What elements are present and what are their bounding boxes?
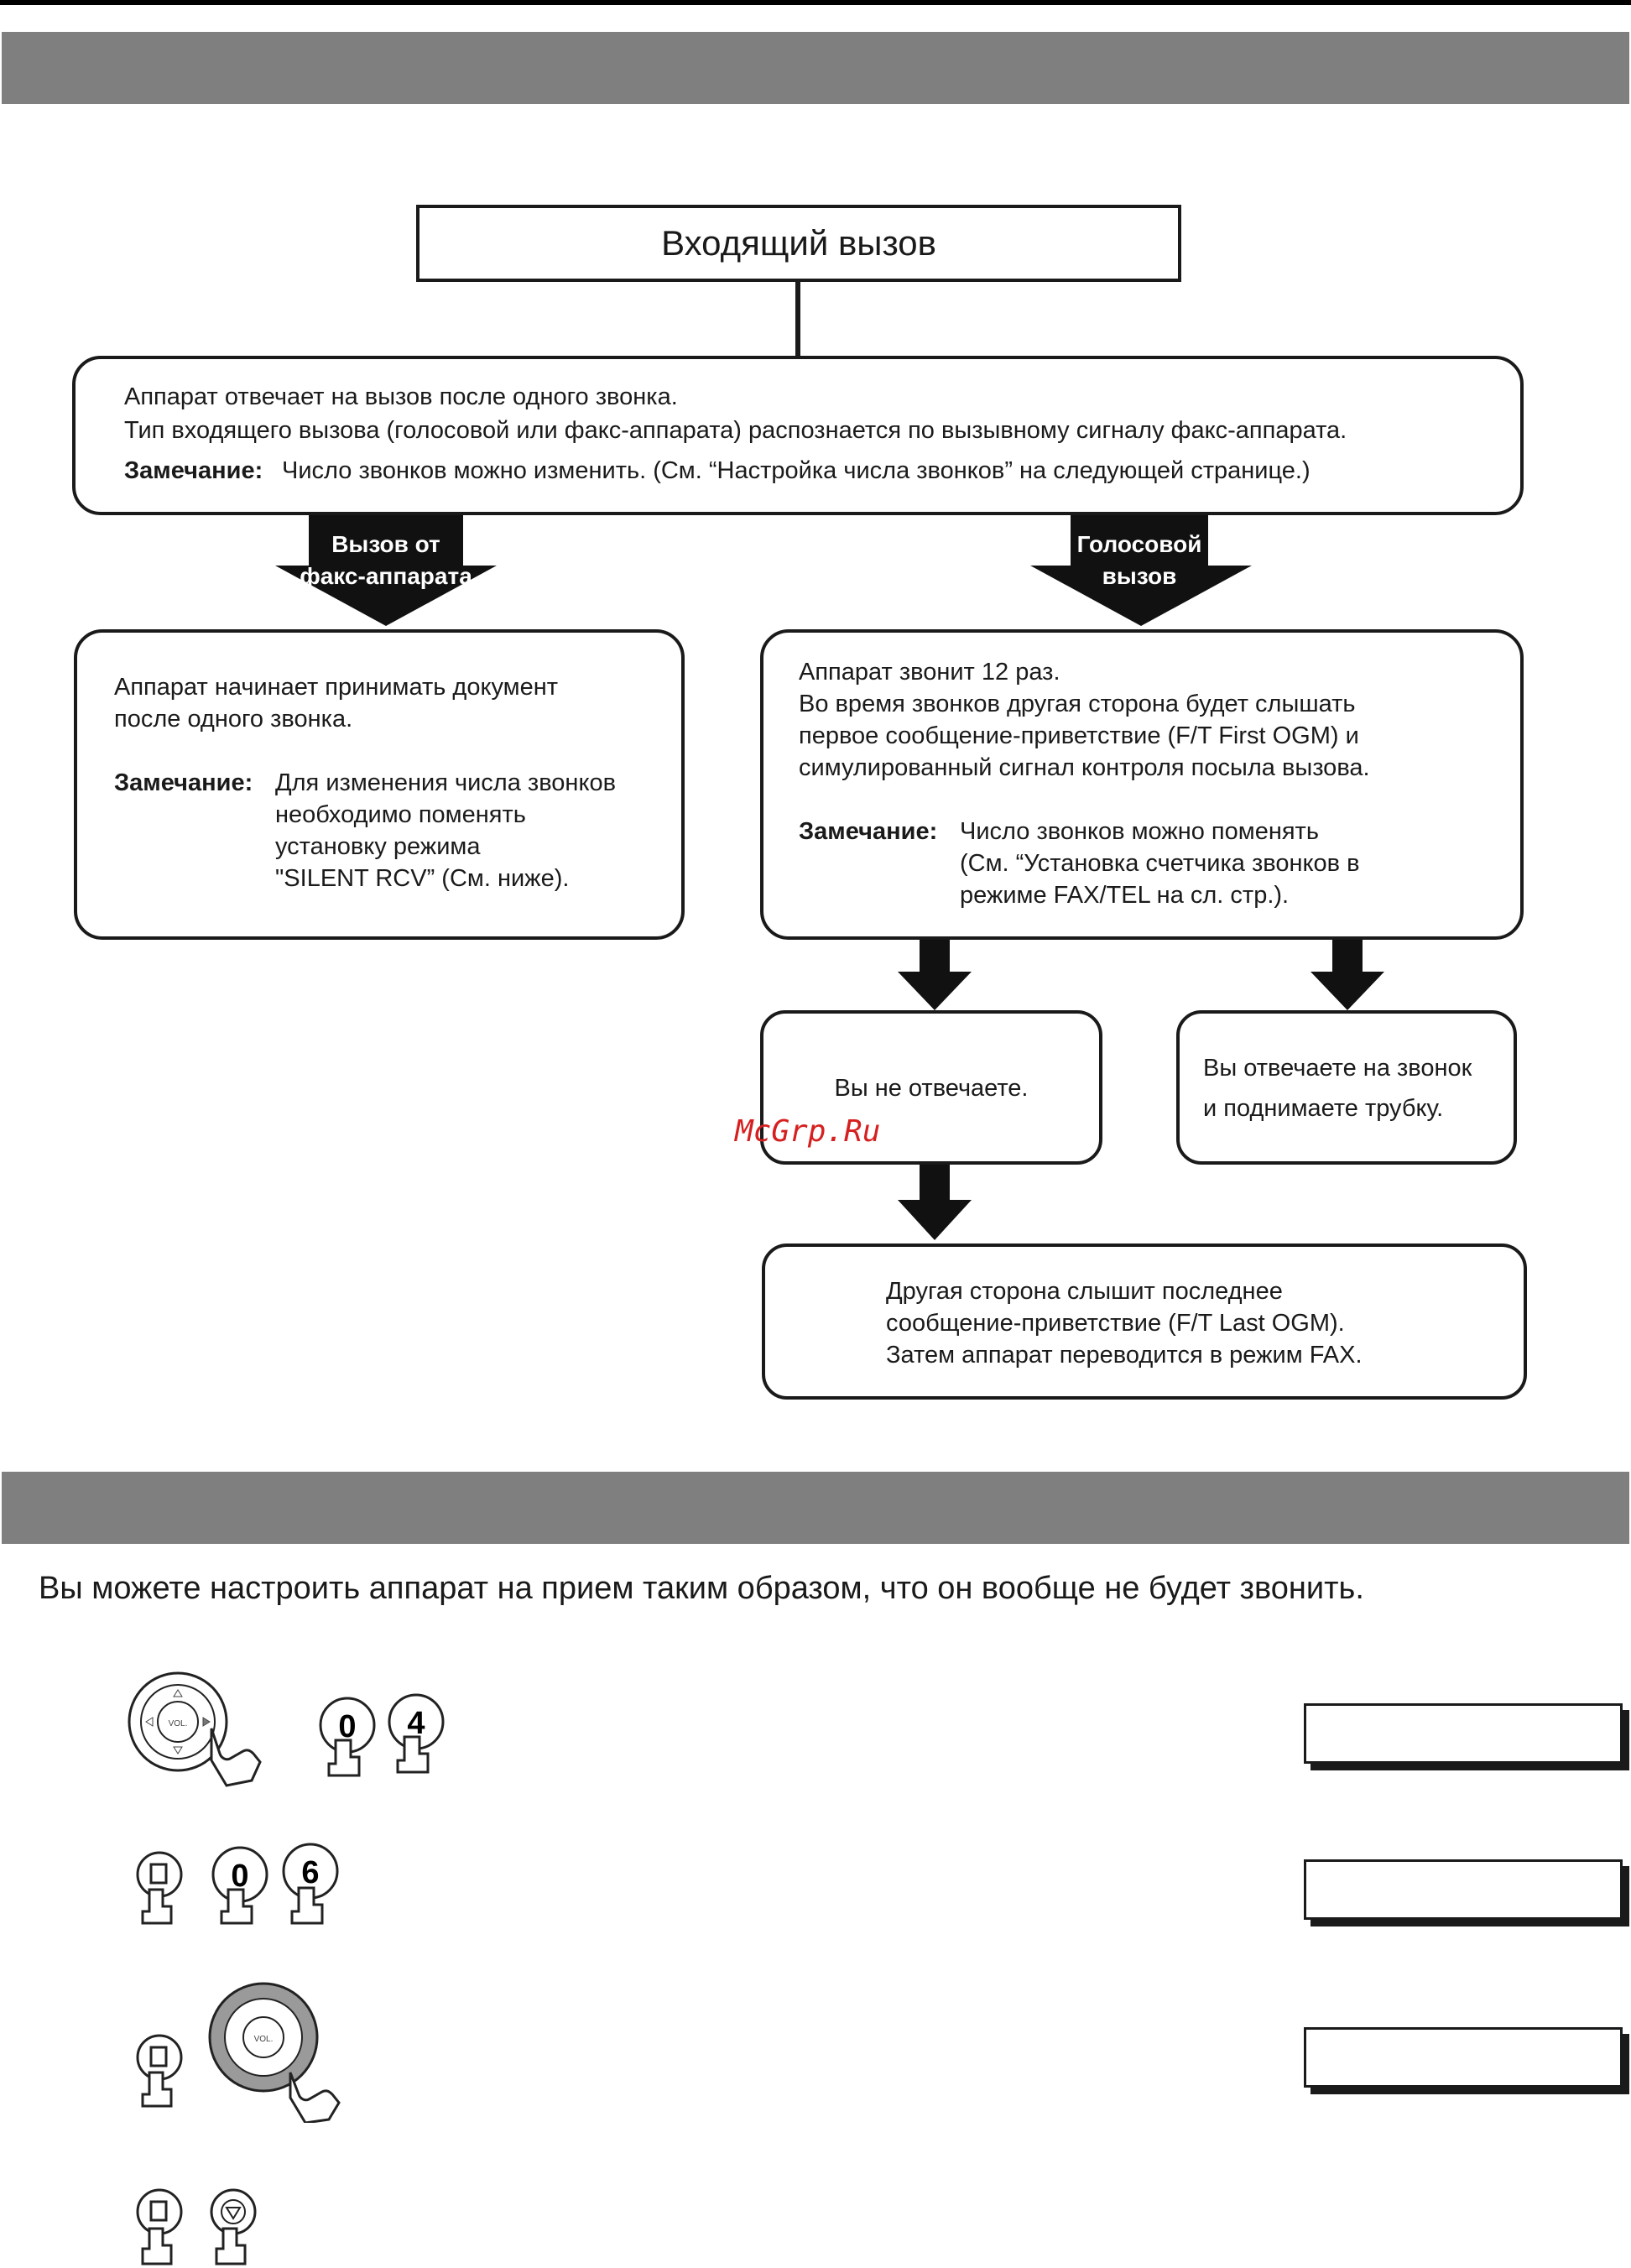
answer-rule-box xyxy=(72,356,1524,515)
voice-note-line1: Число звонков можно поменять xyxy=(960,818,1319,845)
voice-line1: Аппарат звонит 12 раз. xyxy=(799,659,1060,686)
voice-note-line3: режиме FAX/TEL на сл. стр.). xyxy=(960,882,1290,909)
nav-dial-icon: VOL. xyxy=(128,1671,262,1787)
fax-arrow-line2: факс-аппарата xyxy=(300,563,472,589)
lcd-display xyxy=(1304,2027,1623,2088)
key-press-icons: VOL. xyxy=(136,1982,341,2123)
voice-note-line2: (См. “Установка счетчика звонков в xyxy=(960,850,1360,877)
silent-intro: Вы можете настроить аппарат на прием так… xyxy=(39,1571,1364,1606)
fax-note-line4: "SILENT RCV” (См. ниже). xyxy=(275,865,570,892)
key-press-icons: 0 4 xyxy=(319,1693,445,1777)
top-rule xyxy=(0,0,1631,5)
answer-rule-line1: Аппарат отвечает на вызов после одного з… xyxy=(124,383,678,410)
down-arrow xyxy=(1311,940,1384,1010)
down-arrow xyxy=(898,1165,972,1240)
no-answer-box: Вы не отвечаете. xyxy=(760,1010,1102,1165)
answer-line1: Вы отвечаете на звонок xyxy=(1203,1055,1472,1082)
incoming-call-label: Входящий вызов xyxy=(661,223,936,263)
final-line1: Другая сторона слышит последнее xyxy=(886,1278,1283,1305)
connector-line xyxy=(795,282,800,356)
answer-rule-line2: Тип входящего вызова (голосовой или факс… xyxy=(124,417,1347,444)
lcd-display xyxy=(1304,1859,1623,1920)
voice-line2: Во время звонков другая сторона будет сл… xyxy=(799,691,1356,717)
lcd-display xyxy=(1304,1703,1623,1764)
watermark: McGrp.Ru xyxy=(735,1114,881,1149)
voice-arrow-line2: вызов xyxy=(1102,563,1177,589)
fax-call-box xyxy=(74,629,685,940)
dial-label: VOL. xyxy=(254,2035,274,2044)
key-press-icons xyxy=(136,2188,257,2265)
key-label: 0 xyxy=(338,1709,356,1744)
fax-note-line3: установку режима xyxy=(275,833,481,860)
voice-note-label: Замечание: xyxy=(799,818,938,845)
fax-note-line2: необходимо поменять xyxy=(275,801,526,828)
dial-label: VOL. xyxy=(169,1719,188,1728)
key-press-icons: 0 6 xyxy=(136,1843,339,1925)
note-text: Число звонков можно изменить. (См. “Наст… xyxy=(282,457,1311,484)
incoming-call-box: Входящий вызов xyxy=(416,205,1181,282)
fax-line1: Аппарат начинает принимать документ xyxy=(114,674,559,701)
voice-call-box xyxy=(760,629,1524,940)
down-arrow xyxy=(898,940,972,1010)
voice-line3: первое сообщение-приветствие (F/T First … xyxy=(799,722,1359,749)
key-label: 6 xyxy=(301,1855,319,1890)
fax-line2: после одного звонка. xyxy=(114,706,353,733)
section-header-bar xyxy=(2,32,1629,104)
final-line3: Затем аппарат переводится в режим FAX. xyxy=(886,1342,1363,1369)
answer-line2: и поднимаете трубку. xyxy=(1203,1095,1444,1122)
voice-call-arrow: Голосовой вызов xyxy=(1030,515,1252,626)
fax-arrow-line1: Вызов от xyxy=(331,531,440,557)
key-label: 0 xyxy=(231,1859,248,1894)
voice-arrow-line1: Голосовой xyxy=(1077,531,1202,557)
final-line2: сообщение-приветствие (F/T Last OGM). xyxy=(886,1310,1345,1337)
final-box xyxy=(762,1243,1527,1400)
fax-note-line1: Для изменения числа звонков xyxy=(275,769,616,796)
key-label: 4 xyxy=(407,1706,425,1741)
voice-line4: симулированный сигнал контроля посыла вы… xyxy=(799,754,1370,781)
fax-note-label: Замечание: xyxy=(114,769,253,796)
section-header-bar xyxy=(2,1472,1629,1544)
no-answer-text: Вы не отвечаете. xyxy=(834,1075,1029,1102)
fax-call-arrow: Вызов от факс-аппарата xyxy=(275,515,497,626)
answer-box: Вы отвечаете на звонок и поднимаете труб… xyxy=(1176,1010,1517,1165)
note-label: Замечание: xyxy=(124,457,263,484)
